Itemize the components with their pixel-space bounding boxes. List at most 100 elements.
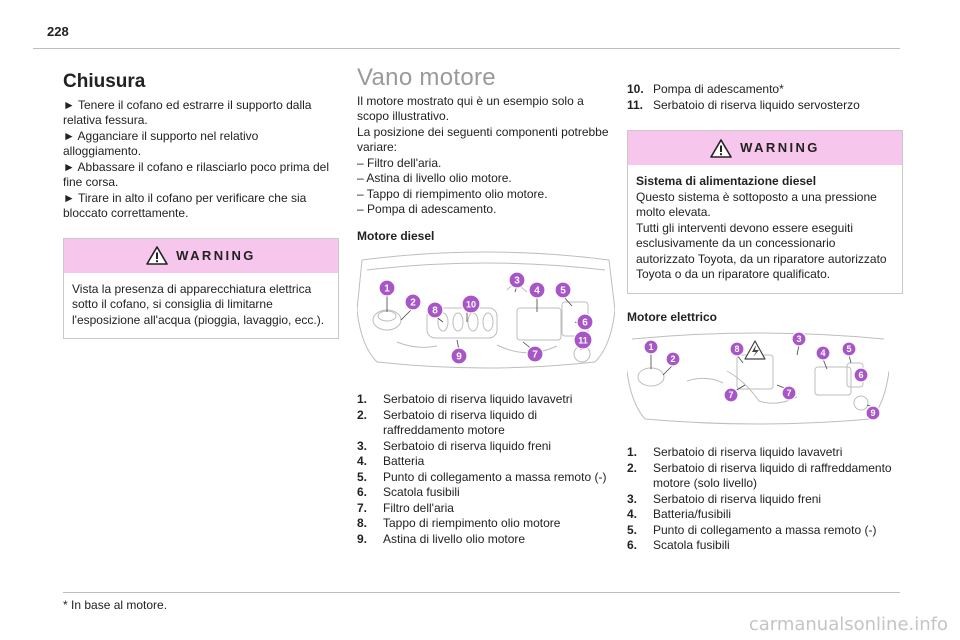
column-right: 10.Pompa di adescamento* 11.Serbatoio di… <box>627 82 903 554</box>
top-divider <box>33 48 900 49</box>
warning-header: WARNING <box>628 131 902 165</box>
item-text: Batteria/fusibili <box>653 507 732 521</box>
page-number: 228 <box>47 24 69 39</box>
item-number: 2. <box>627 460 638 475</box>
item-text: Serbatoio di riserva liquido di raffredd… <box>653 460 892 491</box>
item-text: Serbatoio di riserva liquido lavavetri <box>653 445 843 459</box>
diesel-components-list: 1.Serbatoio di riserva liquido lavavetri… <box>357 392 615 547</box>
electric-callout-5: 5 <box>846 344 851 354</box>
diesel-callout-7: 7 <box>532 350 538 361</box>
item-number: 6. <box>357 485 368 499</box>
column-middle: Vano motore Il motore mostrato qui è un … <box>357 64 615 547</box>
list-item: 10. Pompa di adescamento* <box>627 82 903 98</box>
diesel-callout-6: 6 <box>582 318 588 329</box>
electric-callout-4: 4 <box>820 348 825 358</box>
list-item: 11. Serbatoio di riserva liquido servoste… <box>627 98 903 114</box>
item-number: 4. <box>357 454 368 468</box>
item-number: 10. <box>627 82 644 96</box>
step: ► Abbassare il cofano e rilasciarlo poco… <box>63 159 330 190</box>
warning-header: WARNING <box>64 238 338 273</box>
list-item: 1.Serbatoio di riserva liquido lavavetri <box>357 392 615 408</box>
item-number: 11. <box>627 97 644 112</box>
warning-triangle-icon <box>710 138 732 158</box>
list-item: 4.Batteria/fusibili <box>627 507 903 523</box>
list-item: 8.Tappo di riempimento olio motore <box>357 516 615 532</box>
list-item: 1.Serbatoio di riserva liquido lavavetri <box>627 445 903 461</box>
electric-callout-1: 1 <box>648 342 653 352</box>
item-number: 9. <box>357 531 368 546</box>
bottom-divider <box>63 592 900 593</box>
closing-steps: ► Tenere il cofano ed estrarre il suppor… <box>63 98 339 222</box>
diesel-callout-11: 11 <box>578 336 588 346</box>
list-item: 5. Punto di collegamento a massa remoto (… <box>357 470 615 486</box>
list-item: 4.Batteria <box>357 454 615 470</box>
item-text: Serbatoio di riserva liquido servosterzo <box>653 97 860 112</box>
step: ► Tenere il cofano ed estrarre il suppor… <box>63 97 312 128</box>
item-text: Scatola fusibili <box>383 485 460 499</box>
diesel-callout-5: 5 <box>560 286 566 297</box>
diesel-callout-8: 8 <box>432 306 438 317</box>
list-item: Filtro dell'aria. <box>357 156 615 172</box>
list-item: 6. Scatola fusibili <box>357 485 615 501</box>
diesel-callout-2: 2 <box>410 298 416 309</box>
item-text: Punto di collegamento a massa remoto (-) <box>653 522 877 537</box>
list-item: Astina di livello olio motore. <box>357 171 615 187</box>
diesel-heading: Motore diesel <box>357 228 435 243</box>
item-text: Filtro dell'aria <box>383 500 454 515</box>
step: ► Tirare in alto il cofano per verificar… <box>63 190 307 221</box>
list-item: 3.Serbatoio di riserva liquido freni <box>357 439 615 455</box>
electric-callout-7b: 7 <box>786 388 791 398</box>
warning-heading: Sistema di alimentazione diesel <box>636 174 817 188</box>
item-number: 8. <box>357 516 368 530</box>
electric-callout-3: 3 <box>796 334 801 344</box>
list-item: 3. Serbatoio di riserva liquido freni <box>627 492 903 508</box>
item-text: Pompa di adescamento* <box>653 82 784 96</box>
section-title-chiusura: Chiusura <box>63 71 146 92</box>
item-number: 6. <box>627 538 638 552</box>
electric-callout-9: 9 <box>870 408 875 418</box>
list-item: 5.Punto di collegamento a massa remoto (… <box>627 523 903 539</box>
item-number: 5. <box>357 469 368 484</box>
warning-body: Vista la presenza di apparecchiatura ele… <box>72 281 325 327</box>
diesel-callout-1: 1 <box>384 284 390 295</box>
item-text: Serbatoio di riserva liquido freni <box>383 438 552 453</box>
warning-text-2: Tutti gli interventi devono essere esegu… <box>636 220 887 282</box>
item-text: Punto di collegamento a massa remoto (-) <box>383 469 607 484</box>
electric-callout-6: 6 <box>858 370 863 380</box>
warning-title: WARNING <box>740 140 820 156</box>
electric-callout-7a: 7 <box>728 390 733 400</box>
warning-box-electrical: WARNING Vista la presenza di apparecchia… <box>63 237 339 339</box>
list-item: 2. Serbatoio di riserva liquido di raffre… <box>357 408 615 439</box>
warning-text: Questo sistema è sottoposto a una pressi… <box>636 189 877 220</box>
intro-text-2: La posizione dei seguenti componenti pot… <box>357 124 609 155</box>
item-number: 2. <box>357 407 368 422</box>
list-item: Pompa di adescamento. <box>357 202 615 218</box>
diesel-engine-illustration: 1 2 8 9 10 3 4 5 6 7 11 <box>357 251 615 369</box>
item-number: 3. <box>627 491 638 506</box>
item-text: Serbatoio di riserva liquido di raffredd… <box>383 407 538 438</box>
item-text: Scatola fusibili <box>653 538 730 552</box>
watermark: carmanualsonline.info <box>748 614 948 635</box>
diesel-callout-10: 10 <box>466 300 476 310</box>
diesel-callout-9: 9 <box>456 352 462 363</box>
electric-heading: Motore elettrico <box>627 309 718 324</box>
diesel-callout-4: 4 <box>534 286 540 297</box>
electric-callout-8: 8 <box>734 344 739 354</box>
warning-body: Sistema di alimentazione diesel Questo s… <box>628 165 902 293</box>
item-number: 1. <box>357 392 368 406</box>
footnote: * In base al motore. <box>63 598 168 612</box>
warning-title: WARNING <box>176 247 256 263</box>
diesel-components-list-continued: 10. Pompa di adescamento* 11. Serbatoio di… <box>627 82 903 113</box>
list-item: 2. Serbatoio di riserva liquido di raffre… <box>627 461 903 492</box>
column-left: Chiusura ► Tenere il cofano ed estrarre … <box>63 70 339 339</box>
section-title-vano-motore: Vano motore <box>357 64 496 91</box>
electric-components-list: 1.Serbatoio di riserva liquido lavavetri… <box>627 445 903 554</box>
warning-box-diesel: WARNING Sistema di alimentazione diesel … <box>627 130 903 294</box>
intro-text: Il motore mostrato qui è un esempio solo… <box>357 93 584 124</box>
step: ► Agganciare il supporto nel relativo al… <box>63 128 259 159</box>
item-text: Serbatoio di riserva liquido freni <box>653 491 822 506</box>
item-text: Astina di livello olio motore <box>383 531 526 546</box>
list-item: 9. Astina di livello olio motore <box>357 532 615 548</box>
list-item: 6. Scatola fusibili <box>627 538 903 554</box>
electric-engine-illustration: 1 2 8 3 4 5 6 7 7 9 <box>627 331 889 425</box>
